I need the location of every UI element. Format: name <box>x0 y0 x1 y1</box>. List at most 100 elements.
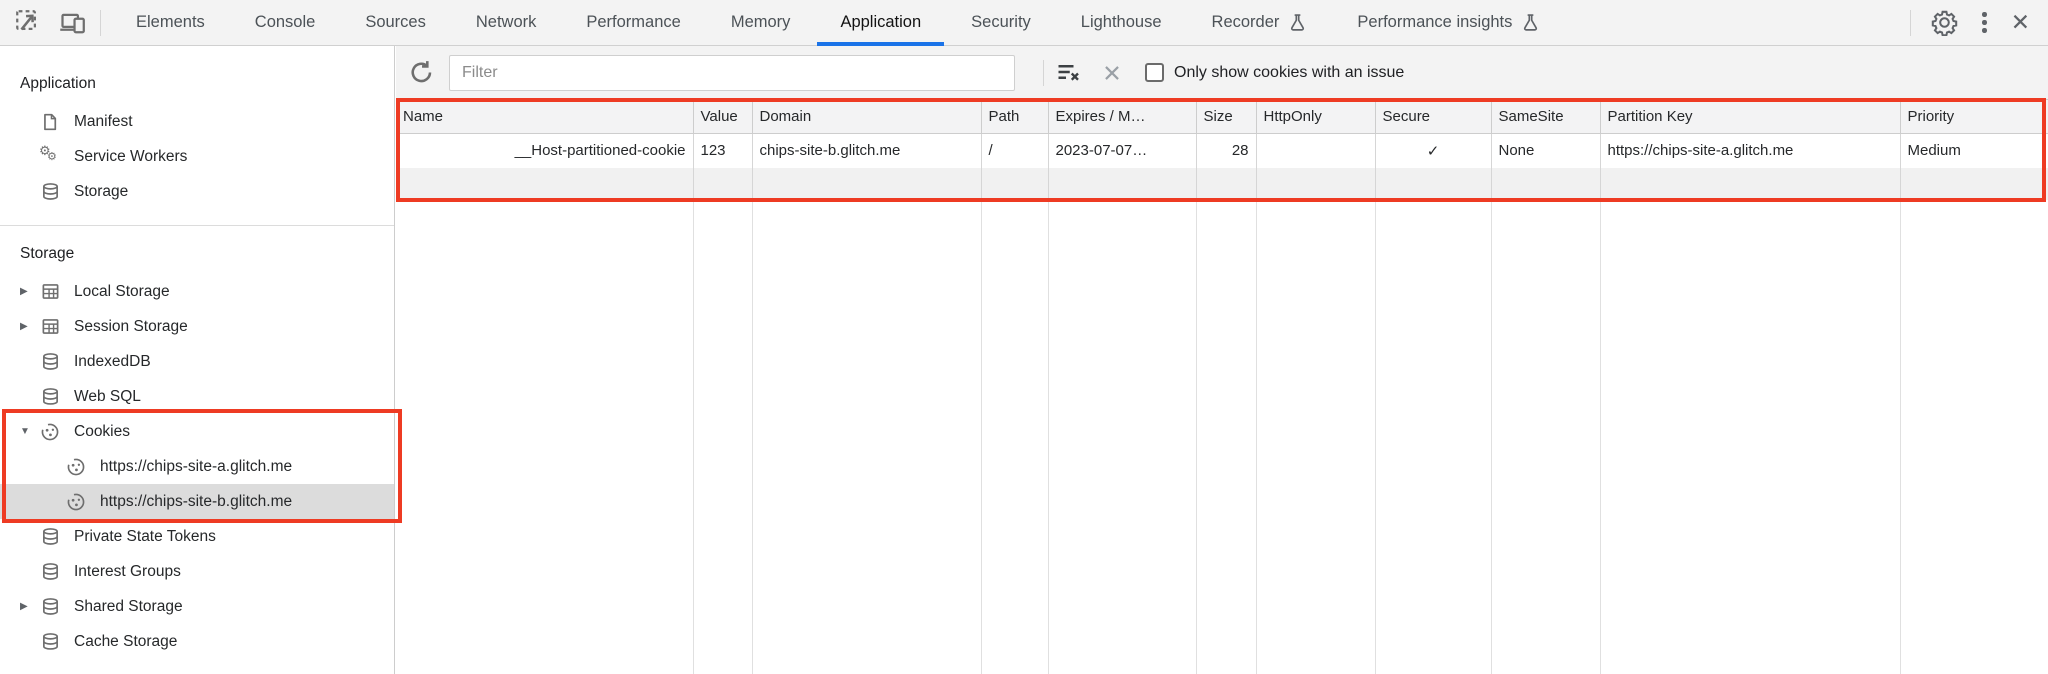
column-header-value[interactable]: Value <box>693 100 753 134</box>
cell-value[interactable]: 123 <box>693 133 753 168</box>
cell-size[interactable]: 28 <box>1196 133 1257 168</box>
empty-cell <box>1196 168 1257 200</box>
inspect-element-icon[interactable] <box>12 6 46 40</box>
sidebar-item-local-storage[interactable]: ▶Local Storage <box>0 274 394 309</box>
sidebar-item-label: Web SQL <box>74 387 141 405</box>
cell-name[interactable]: __Host-partitioned-cookie <box>396 133 694 168</box>
column-header-partition-key[interactable]: Partition Key <box>1600 100 1901 134</box>
empty-cell <box>1491 168 1601 200</box>
database-icon <box>40 562 60 582</box>
tab-label: Application <box>840 13 922 31</box>
sidebar-item-service-workers[interactable]: ⚙⚙Service Workers <box>0 139 394 174</box>
column-header-expires-m[interactable]: Expires / M… <box>1048 100 1197 134</box>
sidebar-item-indexeddb[interactable]: IndexedDB <box>0 344 394 379</box>
cell-domain[interactable]: chips-site-b.glitch.me <box>752 133 982 168</box>
column-header-priority[interactable]: Priority <box>1900 100 2048 134</box>
tab-memory[interactable]: Memory <box>706 0 816 45</box>
tab-performance-insights[interactable]: Performance insights <box>1332 0 1565 45</box>
sidebar-item-manifest[interactable]: Manifest <box>0 104 394 139</box>
empty-cell <box>1491 200 1601 674</box>
disclosure-triangle[interactable]: ▶ <box>20 601 28 612</box>
sidebar-item-https-chips-site-b-glitch-me[interactable]: https://chips-site-b.glitch.me <box>0 484 394 519</box>
cell-secure[interactable]: ✓ <box>1375 133 1492 168</box>
empty-cell <box>1375 168 1492 200</box>
document-icon <box>40 112 60 132</box>
column-header-name[interactable]: Name <box>396 100 694 134</box>
sidebar-item-label: Service Workers <box>74 147 188 165</box>
toolbar-divider <box>1043 59 1044 86</box>
sidebar-item-cache-storage[interactable]: Cache Storage <box>0 624 394 659</box>
clear-filter-icon[interactable] <box>1056 60 1081 85</box>
device-toolbar-icon[interactable] <box>56 6 90 40</box>
empty-cell <box>1048 168 1197 200</box>
tab-label: Performance insights <box>1357 13 1513 31</box>
disclosure-triangle[interactable]: ▶ <box>20 286 28 297</box>
cookie-icon <box>66 492 86 512</box>
sidebar-section-title-storage: Storage <box>20 245 75 262</box>
tab-label: Sources <box>365 13 426 31</box>
settings-gear-icon[interactable] <box>1931 9 1958 36</box>
column-header-samesite[interactable]: SameSite <box>1491 100 1601 134</box>
sidebar-item-shared-storage[interactable]: ▶ Shared Storage <box>0 589 394 624</box>
sidebar-item-storage[interactable]: Storage <box>0 174 394 209</box>
tab-label: Elements <box>136 13 205 31</box>
only-issue-checkbox[interactable] <box>1145 63 1164 82</box>
tab-strip: Elements Console Sources Network Performance… <box>111 0 1565 46</box>
column-header-domain[interactable]: Domain <box>752 100 982 134</box>
empty-cell <box>1048 200 1197 674</box>
tab-security[interactable]: Security <box>946 0 1056 45</box>
only-issue-label[interactable]: Only show cookies with an issue <box>1174 63 1405 81</box>
tab-application[interactable]: Application <box>815 0 946 46</box>
column-header-httponly[interactable]: HttpOnly <box>1256 100 1376 134</box>
sidebar-item-cookies[interactable]: ▼Cookies <box>0 414 394 449</box>
empty-cell <box>396 200 694 674</box>
close-devtools-icon[interactable]: ✕ <box>2010 9 2030 35</box>
cell-partition-key[interactable]: https://chips-site-a.glitch.me <box>1600 133 1901 168</box>
sidebar-item-label: Interest Groups <box>74 562 181 580</box>
empty-stripe-row <box>396 168 2048 200</box>
sidebar-item-label: Session Storage <box>74 317 188 335</box>
table-icon <box>40 317 60 337</box>
sidebar-item-label: Shared Storage <box>74 597 183 615</box>
sidebar-item-session-storage[interactable]: ▶ Session Storage <box>0 309 394 344</box>
flask-icon <box>1521 13 1540 32</box>
column-header-size[interactable]: Size <box>1196 100 1257 134</box>
toolbar-left-icons <box>0 0 111 45</box>
cell-priority[interactable]: Medium <box>1900 133 2048 168</box>
cell-httponly[interactable] <box>1256 133 1376 168</box>
sidebar-item-https-chips-site-a-glitch-me[interactable]: https://chips-site-a.glitch.me <box>0 449 394 484</box>
sidebar-item-interest-groups[interactable]: Interest Groups <box>0 554 394 589</box>
refresh-icon[interactable] <box>408 59 435 86</box>
empty-cell <box>981 200 1049 674</box>
tab-console[interactable]: Console <box>230 0 341 45</box>
cell-expires-m[interactable]: 2023-07-07… <box>1048 133 1197 168</box>
cell-samesite[interactable]: None <box>1491 133 1601 168</box>
filter-input[interactable] <box>449 54 1015 91</box>
clear-icon[interactable] <box>1101 62 1123 84</box>
table-filler-area <box>396 200 2048 674</box>
devtools-tab-bar: Elements Console Sources Network Performance… <box>0 0 2048 46</box>
tab-recorder[interactable]: Recorder <box>1187 0 1333 45</box>
empty-cell <box>981 168 1049 200</box>
tab-network[interactable]: Network <box>451 0 562 45</box>
tab-label: Network <box>475 13 537 31</box>
column-header-secure[interactable]: Secure <box>1375 100 1492 134</box>
more-options-icon[interactable] <box>1978 8 1991 37</box>
sidebar-item-web-sql[interactable]: Web SQL <box>0 379 394 414</box>
sidebar-item-private-state-tokens[interactable]: Private State Tokens <box>0 519 394 554</box>
disclosure-triangle[interactable]: ▼ <box>20 426 30 437</box>
tab-lighthouse[interactable]: Lighthouse <box>1056 0 1187 45</box>
disclosure-triangle[interactable]: ▶ <box>20 321 28 332</box>
sidebar-item-label: Manifest <box>74 112 133 130</box>
tab-elements[interactable]: Elements <box>111 0 230 45</box>
tab-sources[interactable]: Sources <box>340 0 451 45</box>
tab-label: Memory <box>730 13 791 31</box>
tab-performance[interactable]: Performance <box>561 0 705 45</box>
column-header-path[interactable]: Path <box>981 100 1049 134</box>
empty-cell <box>693 200 753 674</box>
cell-path[interactable]: / <box>981 133 1049 168</box>
